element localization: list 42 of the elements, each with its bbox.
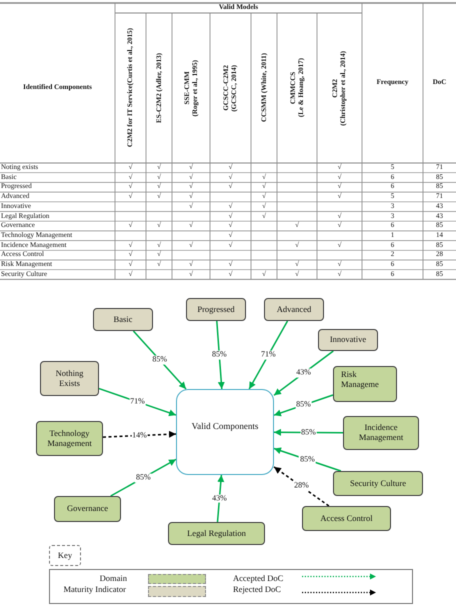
domain-box: Incidence Management — [343, 416, 419, 450]
maturity-indicator-box: Basic — [93, 308, 153, 331]
domain-box: Technology Management — [36, 421, 103, 456]
edge-label: 71% — [129, 398, 146, 406]
edge-label: 14% — [131, 431, 148, 440]
edge-label: 85% — [151, 356, 168, 364]
dashed-arrow — [102, 430, 176, 438]
domain-box: Security Culture — [333, 471, 423, 496]
arrow — [274, 350, 334, 396]
arrow — [216, 320, 225, 390]
central-box: Valid Components — [176, 389, 274, 475]
edge-label: 85% — [299, 455, 316, 464]
arrow — [98, 388, 176, 416]
domain-box: Governance — [54, 496, 121, 522]
legend-label: Rejected DoC — [233, 585, 281, 594]
arrow — [274, 447, 342, 472]
maturity-indicator-box: Innovative — [318, 329, 378, 351]
arrow — [248, 320, 288, 390]
domain-box: Legal Regulation — [168, 522, 265, 545]
edge-label: 43% — [295, 368, 312, 378]
domain-box: Risk Manageme — [333, 366, 397, 402]
key-heading: Key — [49, 545, 81, 566]
domain-box: Access Control — [302, 506, 391, 531]
legend-label: Accepted DoC — [233, 574, 284, 584]
edge-label: 85% — [211, 350, 228, 360]
edge-label: 85% — [295, 400, 312, 410]
edge-label: 43% — [211, 494, 228, 503]
arrow — [110, 458, 176, 497]
dashed-arrow — [274, 466, 330, 507]
maturity-indicator-box: Advanced — [264, 298, 324, 321]
arrow — [274, 394, 334, 416]
edge-label: 85% — [135, 473, 152, 482]
edge-label: 28% — [293, 482, 310, 491]
arrow — [132, 330, 187, 390]
legend-label: Maturity Indicator — [63, 585, 126, 594]
edge-label: 71% — [260, 350, 277, 360]
maturity-indicator-box: Nothing Exists — [40, 361, 99, 396]
maturity-indicator-box: Progressed — [186, 298, 246, 321]
edge-label: 85% — [300, 428, 317, 437]
arrow — [216, 474, 224, 522]
arrow — [274, 428, 343, 436]
legend-label: Domain — [100, 574, 127, 584]
